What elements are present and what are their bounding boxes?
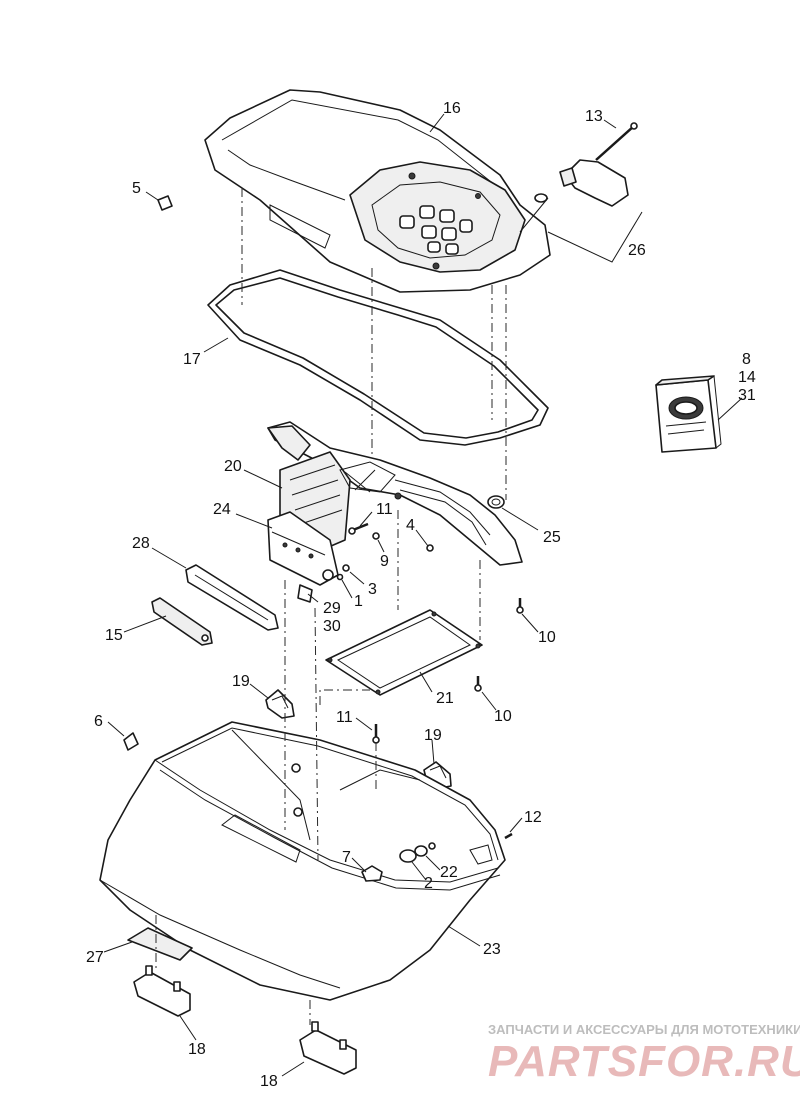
callout-28: 28	[132, 535, 150, 552]
part-28-handle-trim	[185, 564, 279, 631]
hardware-screws-lower	[372, 598, 524, 840]
part-18-mount-lower	[299, 1021, 357, 1075]
callout-19-left: 19	[232, 673, 250, 690]
watermark: ЗАПЧАСТИ И АКСЕССУАРЫ ДЛЯ МОТОТЕХНИКИ PA…	[488, 1022, 800, 1086]
callout-3: 3	[368, 581, 377, 598]
part-18-mount-upper	[133, 965, 191, 1017]
part-13-bolt	[595, 122, 638, 161]
callout-6: 6	[94, 713, 103, 730]
callout-16: 16	[443, 100, 461, 117]
part-23-saddlebag-body	[99, 721, 506, 1001]
part-15-handle-strip	[151, 597, 213, 646]
callout-11-lower: 11	[336, 709, 353, 726]
callout-15: 15	[105, 627, 123, 644]
callout-22: 22	[440, 864, 458, 881]
callout-10-lower: 10	[494, 708, 512, 725]
callout-2: 2	[424, 875, 433, 892]
callout-17: 17	[183, 351, 201, 368]
callout-20: 20	[224, 458, 242, 475]
part-6-tag	[123, 732, 139, 751]
callout-labels: 16 13 5 26 17 8 14 31 20 11 24 4 25 9 28…	[86, 100, 756, 1090]
callout-25: 25	[543, 529, 561, 546]
part-8-14-31-kit-box	[655, 375, 722, 453]
leader-lines	[103, 113, 743, 1077]
hardware-screws-top	[297, 495, 505, 603]
callout-10-upper: 10	[538, 629, 556, 646]
callout-13: 13	[585, 108, 603, 125]
callout-31: 31	[738, 387, 756, 404]
part-26-latch	[519, 159, 643, 263]
callout-23: 23	[483, 941, 501, 958]
callout-18-upper: 18	[188, 1041, 206, 1058]
callout-1: 1	[354, 593, 363, 610]
watermark-brand: PARTSFOR.RU	[488, 1037, 800, 1086]
callout-4: 4	[406, 517, 415, 534]
callout-5: 5	[132, 180, 141, 197]
callout-26: 26	[628, 242, 646, 259]
callout-30: 30	[323, 618, 341, 635]
part-17-gasket	[207, 269, 549, 446]
callout-12: 12	[524, 809, 542, 826]
part-16-lid	[204, 89, 551, 293]
watermark-tagline: ЗАПЧАСТИ И АКСЕССУАРЫ ДЛЯ МОТОТЕХНИКИ	[488, 1022, 800, 1037]
callout-11-upper: 11	[376, 501, 393, 518]
callout-9: 9	[380, 553, 389, 570]
alignment-lines	[155, 188, 507, 1025]
part-5-tag	[157, 195, 173, 211]
part-21-floor-plate	[325, 609, 483, 696]
callout-8: 8	[742, 351, 751, 368]
part-27-pad	[127, 927, 193, 961]
callout-14: 14	[738, 369, 756, 386]
callout-19-right: 19	[424, 727, 442, 744]
callout-21: 21	[436, 690, 454, 707]
callout-24: 24	[213, 501, 231, 518]
callout-7: 7	[342, 849, 351, 866]
callout-27: 27	[86, 949, 104, 966]
callout-18-lower: 18	[260, 1073, 278, 1090]
part-19-clip-left	[265, 689, 295, 719]
callout-29: 29	[323, 600, 341, 617]
